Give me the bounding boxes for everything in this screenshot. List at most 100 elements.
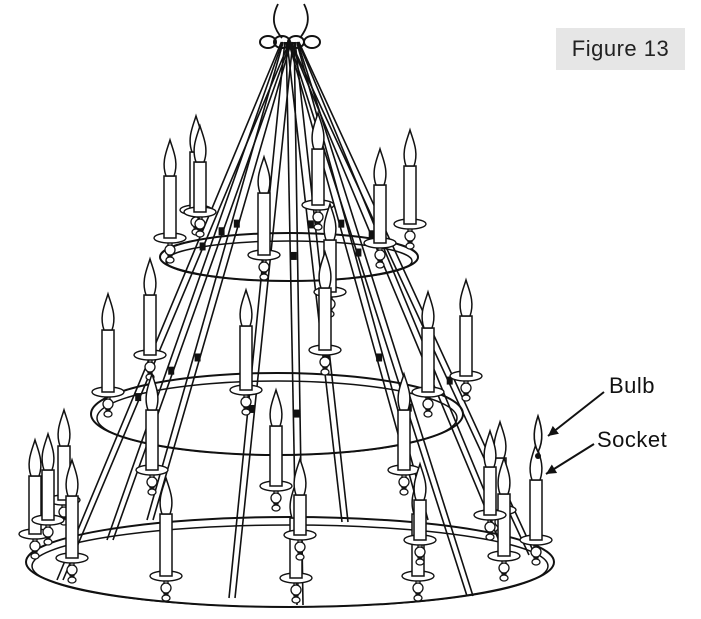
candle-bulb: [28, 437, 42, 477]
candle-knob: [294, 541, 306, 553]
socket-tube: [421, 327, 435, 393]
bulb-base: [535, 453, 541, 459]
candle-bulb: [65, 457, 79, 497]
rod-clamp: [233, 219, 240, 228]
chain-link: [259, 35, 277, 49]
candle-knob: [194, 218, 206, 230]
candle-knob: [404, 230, 416, 242]
candle-knob: [412, 582, 424, 594]
middle-tier-candle: [449, 277, 483, 402]
candle-bulb: [269, 387, 283, 427]
loose-bulb: [533, 413, 543, 454]
candle-bulb: [239, 287, 253, 327]
rod-clamp: [307, 220, 314, 229]
candle-knob: [30, 552, 40, 560]
candle-knob: [460, 382, 472, 394]
top-tier-candle: [301, 110, 335, 231]
candle-knob: [531, 558, 541, 566]
top-tier-candle: [363, 146, 397, 269]
rod-clamp: [355, 248, 362, 257]
candle-knob: [271, 504, 281, 512]
bottom-tier-candle: [519, 441, 553, 566]
socket-tube: [193, 161, 207, 213]
bulb-arrow: [547, 391, 605, 437]
socket-callout-label: Socket: [597, 427, 668, 452]
candle-bulb: [145, 371, 159, 411]
candle-knob: [312, 211, 324, 223]
candle-knob: [160, 582, 172, 594]
candle-bulb: [373, 146, 387, 186]
socket-tube: [239, 325, 253, 391]
candle-knob: [423, 410, 433, 418]
support-rod: [296, 41, 474, 597]
candle-knob: [290, 584, 302, 596]
bulb-arrow-head: [548, 425, 559, 436]
bottom-tier-candle: [31, 431, 65, 546]
candle-bulb: [57, 407, 71, 447]
candle-bulb: [293, 456, 307, 496]
bottom-tier-candle: [149, 475, 183, 602]
candle-knob: [313, 223, 323, 231]
candle-knob: [241, 408, 251, 416]
candle-bulb: [483, 428, 497, 468]
rod-clamp: [293, 409, 300, 418]
support-rod: [228, 41, 286, 599]
candle-knob: [291, 596, 301, 604]
socket-arrow-head: [546, 464, 558, 474]
rod-clamp: [168, 366, 175, 375]
socket-tube: [269, 425, 283, 487]
socket-tube: [28, 475, 42, 535]
support-rod: [106, 41, 284, 541]
support-rod: [146, 41, 284, 521]
candle-knob: [398, 476, 410, 488]
socket-tube: [101, 329, 115, 393]
socket-tube: [159, 513, 173, 577]
chandelier-candles: [18, 110, 553, 604]
candle-knob: [66, 564, 78, 576]
candle-knob: [484, 521, 496, 533]
candle-knob: [295, 553, 305, 561]
candle-knob: [499, 574, 509, 582]
rod-clamp: [368, 230, 375, 239]
rod-clamp: [290, 251, 297, 260]
candle-knob: [399, 488, 409, 496]
candle-bulb: [497, 455, 511, 495]
candle-knob: [147, 488, 157, 496]
candle-knob: [240, 396, 252, 408]
candle-bulb: [318, 249, 332, 289]
socket-tube: [311, 148, 325, 206]
support-rod: [234, 41, 294, 599]
candle-knob: [165, 256, 175, 264]
socket-tube: [143, 294, 157, 356]
socket-tube: [65, 495, 79, 559]
candle-knob: [258, 261, 270, 273]
chain-link: [273, 35, 291, 49]
candle-knob: [270, 492, 282, 504]
rod-clamp: [194, 353, 201, 362]
bottom-tier-candle: [47, 407, 81, 526]
socket-tube: [459, 315, 473, 377]
hanger-loop: [299, 3, 309, 39]
rod-clamp: [248, 404, 255, 413]
candle-bulb: [323, 201, 337, 241]
candle-knob: [415, 558, 425, 566]
bottom-tier-candle: [473, 428, 507, 541]
candle-knob: [29, 540, 41, 552]
socket-tube: [41, 469, 55, 521]
candle-knob: [405, 242, 415, 250]
candle-bulb: [143, 256, 157, 296]
candle-bulb: [101, 291, 115, 331]
middle-tier-candle: [229, 287, 263, 416]
candle-knob: [320, 368, 330, 376]
candle-bulb: [193, 123, 207, 163]
bottom-tier-candle: [403, 461, 437, 566]
rod-clamp: [135, 393, 142, 402]
top-tier-candle: [153, 137, 187, 264]
candle-bulb: [403, 127, 417, 167]
rod-clamp: [338, 219, 345, 228]
middle-tier-candle: [308, 249, 342, 376]
support-rod: [152, 41, 292, 521]
middle-tier-candle: [135, 371, 169, 496]
candle-knob: [375, 261, 385, 269]
